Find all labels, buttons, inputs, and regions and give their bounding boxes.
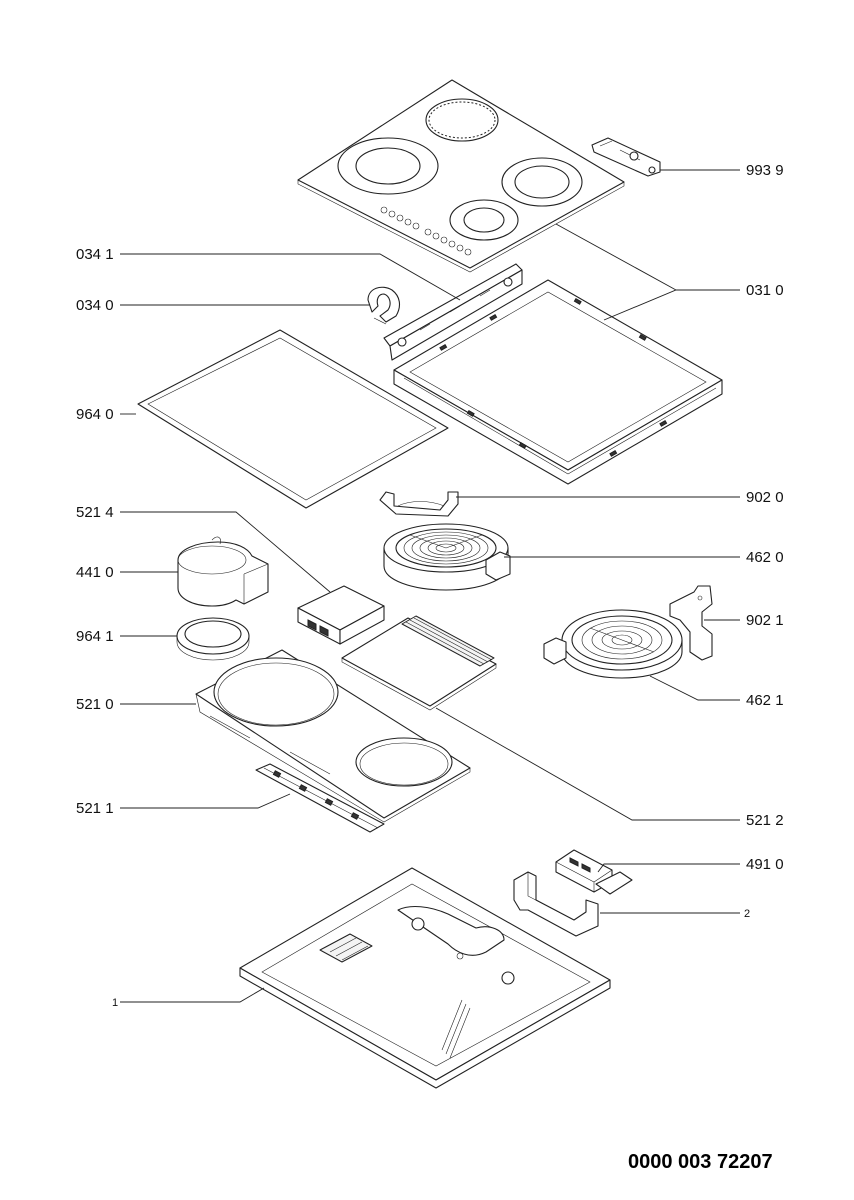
control-symbols [380, 206, 472, 256]
leader-1 [120, 987, 265, 1003]
part-frame-031-0 [393, 279, 723, 485]
leader-462-1 [649, 675, 740, 701]
label-462-1: 462 1 [746, 692, 784, 709]
part-board-521-2 [341, 615, 497, 711]
part-gasket-964-0 [137, 329, 449, 509]
leader-521-4 [120, 511, 331, 593]
label-441-0: 441 0 [76, 564, 114, 581]
part-heater-462-1 [543, 609, 683, 679]
document-number: 0000 003 72207 [628, 1151, 773, 1173]
leader-034-1 [120, 253, 461, 301]
part-bracket-902-1 [669, 585, 713, 661]
part-glass-ceramic-top [297, 79, 625, 273]
label-902-1: 902 1 [746, 612, 784, 629]
label-034-0: 034 0 [76, 297, 114, 314]
leader-521-1 [120, 793, 291, 809]
label-521-2: 521 2 [746, 812, 784, 829]
label-964-0: 964 0 [76, 406, 114, 423]
label-902-0: 902 0 [746, 489, 784, 506]
leader-521-2 [435, 707, 740, 821]
part-terminal-491-0 [555, 849, 633, 895]
label-521-4: 521 4 [76, 504, 114, 521]
part-fan-441-0 [177, 536, 269, 607]
part-bracket-2 [513, 871, 599, 937]
part-heater-462-0 [383, 523, 511, 591]
label-034-1: 034 1 [76, 246, 114, 263]
label-1: 1 [112, 997, 118, 1009]
label-521-1: 521 1 [76, 800, 114, 817]
part-bracket-993-9 [591, 137, 661, 177]
part-plate-521-0 [195, 649, 471, 823]
label-031-0: 031 0 [746, 282, 784, 299]
part-base-tray-1 [239, 867, 611, 1089]
label-521-0: 521 0 [76, 696, 114, 713]
label-964-1: 964 1 [76, 628, 114, 645]
label-2: 2 [744, 908, 750, 920]
part-labels: 993 9 034 1 034 0 031 0 964 0 902 0 521 … [76, 162, 784, 1009]
part-bracket-902-0 [379, 491, 459, 517]
part-strip-521-1 [255, 763, 385, 833]
part-rail-034-1 [383, 263, 523, 361]
leader-lines [120, 169, 740, 1003]
label-993-9: 993 9 [746, 162, 784, 179]
part-ring-964-1 [176, 617, 250, 661]
label-491-0: 491 0 [746, 856, 784, 873]
part-module-521-4 [297, 585, 385, 645]
label-462-0: 462 0 [746, 549, 784, 566]
part-clip-034-0 [367, 286, 401, 325]
leader-491-0 [597, 863, 740, 873]
leader-031-0 [555, 223, 740, 321]
